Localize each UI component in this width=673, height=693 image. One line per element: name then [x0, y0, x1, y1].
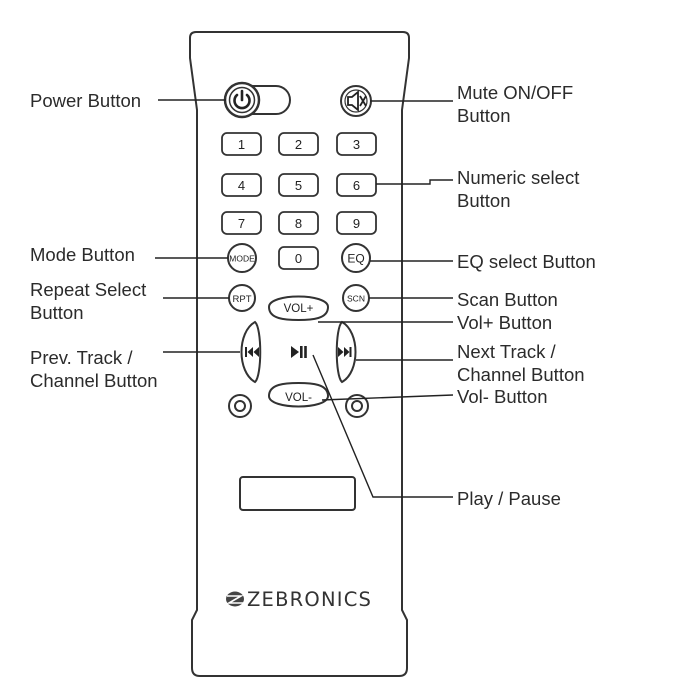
- digit-label: 2: [295, 137, 302, 152]
- label-mode-button: Mode Button: [30, 244, 135, 265]
- scan-label: SCN: [347, 294, 365, 304]
- digit-label: 5: [295, 178, 302, 193]
- digit-label: 4: [238, 178, 245, 193]
- digit-button[interactable]: 0: [278, 246, 319, 270]
- label-repeat-button: Repeat Select Button: [30, 279, 147, 323]
- digit-button[interactable]: 3: [336, 132, 377, 156]
- digit-button[interactable]: 7: [221, 211, 262, 235]
- scan-button[interactable]: SCN: [342, 284, 370, 312]
- digit-label: 0: [295, 251, 302, 266]
- mode-button[interactable]: MODE: [227, 243, 257, 273]
- vol-down-button[interactable]: VOL-: [267, 381, 330, 408]
- label-next-track: Next Track / Channel Button: [457, 341, 585, 385]
- eq-button[interactable]: EQ: [341, 243, 371, 273]
- digit-label: 8: [295, 216, 302, 231]
- digit-label: 9: [353, 216, 360, 231]
- prev-icon: [245, 347, 259, 357]
- repeat-button[interactable]: RPT: [228, 284, 256, 312]
- mute-icon: [347, 90, 367, 112]
- repeat-label: RPT: [233, 294, 252, 305]
- prev-track-button[interactable]: [240, 320, 262, 384]
- eq-label: EQ: [347, 252, 364, 266]
- brand-logo: ZEBRONICS: [226, 588, 372, 611]
- mode-label: MODE: [229, 254, 255, 264]
- digit-button[interactable]: 2: [278, 132, 319, 156]
- play-pause-button[interactable]: [283, 338, 315, 366]
- vol-up-button[interactable]: VOL+: [267, 295, 330, 322]
- ir-window: [239, 476, 356, 511]
- numeric-keypad: 1 2 3 4 5 6 7 8 9 0: [221, 132, 377, 270]
- power-icon: [233, 93, 251, 110]
- label-power-button: Power Button: [30, 90, 142, 111]
- power-button[interactable]: [223, 81, 291, 119]
- vol-up-label: VOL+: [284, 303, 314, 315]
- label-scan-button: Scan Button: [457, 289, 558, 310]
- digit-button[interactable]: 6: [336, 173, 377, 197]
- brand-name: ZEBRONICS: [247, 588, 372, 611]
- right-round-button[interactable]: [345, 394, 369, 418]
- next-track-button[interactable]: [335, 320, 357, 384]
- digit-label: 1: [238, 137, 245, 152]
- digit-label: 3: [353, 137, 360, 152]
- zebronics-logo-icon: [226, 591, 244, 607]
- label-volplus-button: Vol+ Button: [457, 312, 553, 333]
- mute-button[interactable]: [340, 85, 372, 117]
- digit-button[interactable]: 4: [221, 173, 262, 197]
- left-round-button[interactable]: [228, 394, 252, 418]
- digit-label: 6: [353, 178, 360, 193]
- label-volminus-button: Vol- Button: [457, 386, 548, 407]
- digit-button[interactable]: 5: [278, 173, 319, 197]
- digit-button[interactable]: 1: [221, 132, 262, 156]
- label-eq-button: EQ select Button: [457, 251, 596, 272]
- label-mute-button: Mute ON/OFF Button: [457, 82, 574, 126]
- digit-label: 7: [238, 216, 245, 231]
- play-pause-icon: [291, 346, 307, 358]
- digit-button[interactable]: 8: [278, 211, 319, 235]
- label-numeric-select: Numeric select Button: [457, 167, 580, 211]
- next-icon: [338, 347, 352, 357]
- vol-down-label: VOL-: [285, 392, 312, 404]
- callout-lines: [155, 99, 454, 498]
- label-play-pause: Play / Pause: [457, 488, 561, 509]
- digit-button[interactable]: 9: [336, 211, 377, 235]
- label-prev-track: Prev. Track / Channel Button: [30, 347, 158, 391]
